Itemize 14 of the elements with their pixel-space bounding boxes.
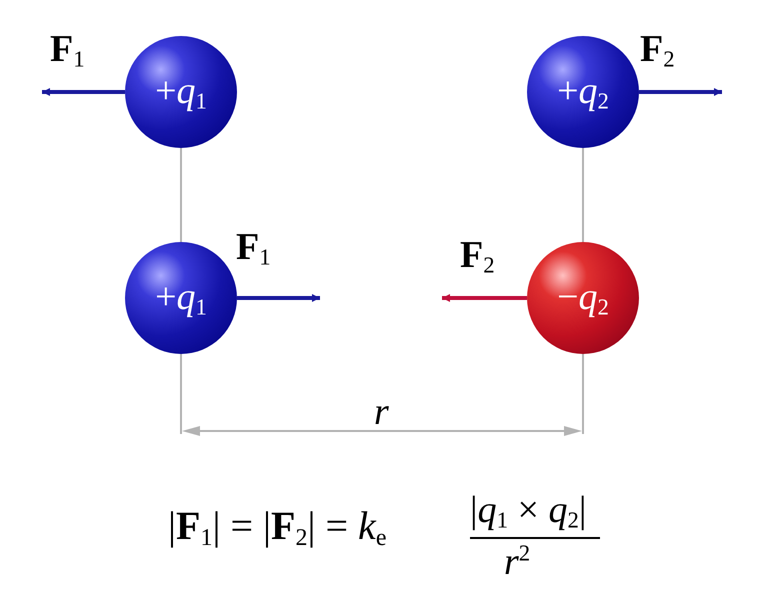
force-arrow xyxy=(442,294,527,302)
force-arrow xyxy=(639,88,722,96)
connecting-rod xyxy=(180,148,182,242)
force-arrow xyxy=(42,88,125,96)
distance-label: r xyxy=(374,390,389,434)
charge-label: +q$_{2}$ xyxy=(557,69,609,115)
connecting-rod xyxy=(582,148,584,242)
fraction-numerator: |q$_{1}$ × q$_{2}$| xyxy=(470,488,586,534)
formula: |F$_{1}$| = |F$_{2}$| = k$_{e}$ xyxy=(168,502,386,552)
charge-label: −q$_{2}$ xyxy=(557,275,609,321)
charge-label: +q$_{1}$ xyxy=(155,275,207,321)
charge-label: +q$_{1}$ xyxy=(155,69,207,115)
fraction-denominator: r$^{2}$ xyxy=(504,540,530,584)
force-arrow xyxy=(237,294,320,302)
